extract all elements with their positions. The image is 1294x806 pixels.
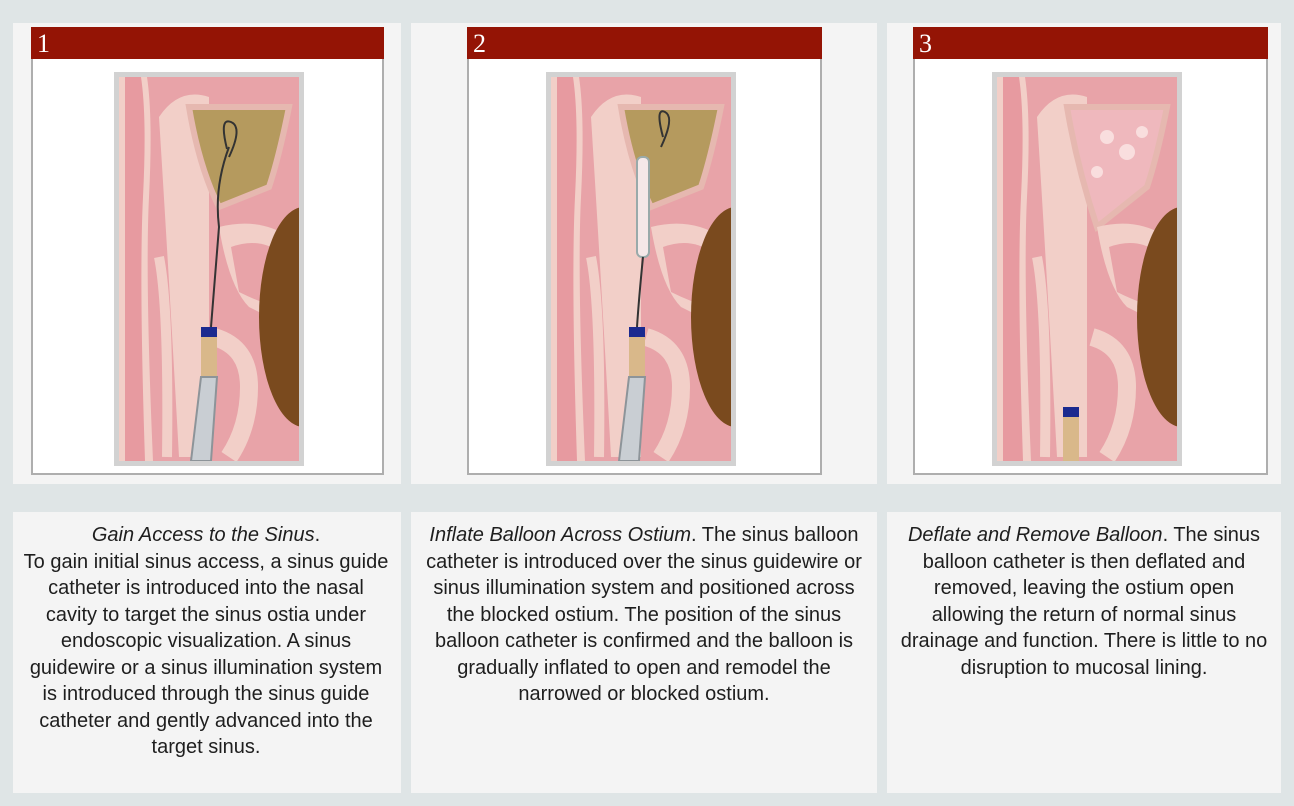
- step-1-number-header: 1: [31, 27, 384, 59]
- step-2-number-header: 2: [467, 27, 822, 59]
- step-2-caption: Inflate Balloon Across Ostium. The sinus…: [420, 522, 868, 708]
- step-1-caption-title: Gain Access to the Sinus: [92, 524, 315, 546]
- step-1-caption: Gain Access to the Sinus. To gain initia…: [22, 522, 390, 761]
- step-1-illustration: [114, 72, 304, 466]
- step-3-caption-body: The sinus balloon catheter is then defla…: [901, 524, 1268, 679]
- step-3-number-header: 3: [913, 27, 1268, 59]
- step-2-caption-title: Inflate Balloon Across Ostium: [429, 524, 691, 546]
- step-2-caption-body: The sinus balloon catheter is introduced…: [426, 524, 862, 705]
- step-2-illustration: [546, 72, 736, 466]
- step-3-caption-title: Deflate and Remove Balloon: [908, 524, 1163, 546]
- step-3-illustration: [992, 72, 1182, 466]
- step-3-caption: Deflate and Remove Balloon. The sinus ba…: [896, 522, 1272, 681]
- step-1-caption-body: To gain initial sinus access, a sinus gu…: [24, 551, 389, 759]
